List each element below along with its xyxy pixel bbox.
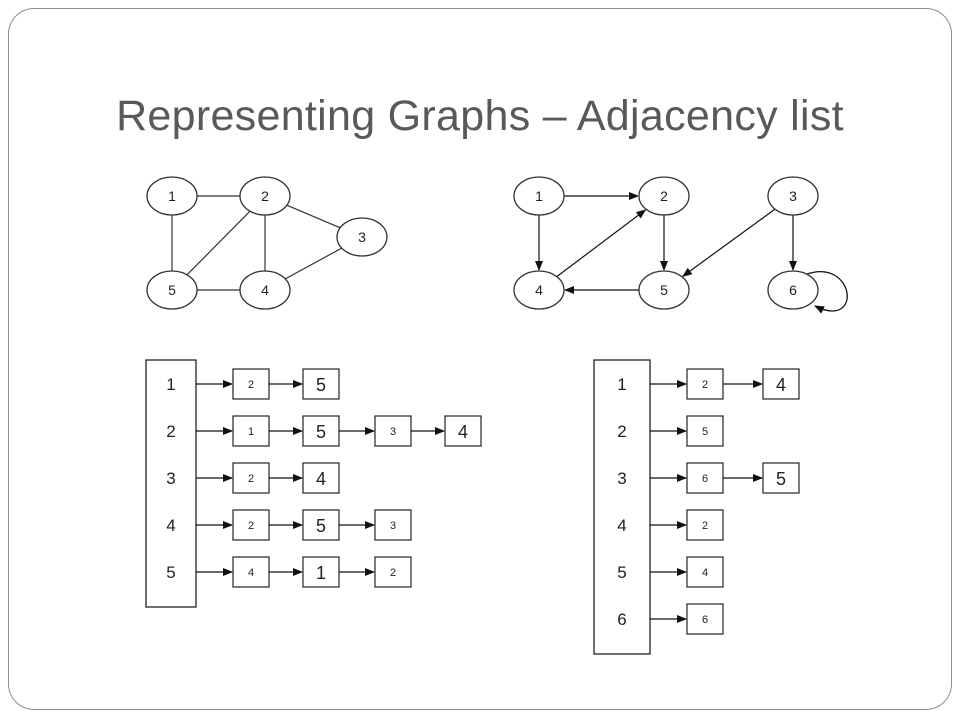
undirected_list-cell [444,415,482,447]
directed-node-5 [638,270,690,310]
undirected-adjacency-list: 1 2 5 2 1 5 3 4 3 2 4 4 2 5 3 5 4 1 2 [145,359,482,608]
undirected-node-3 [336,217,388,257]
directed_list-cell [686,368,724,400]
undirected_list-cell-label: 4 [458,422,468,442]
directed_list-head-label: 6 [617,610,626,629]
undirected_list-cell [374,556,412,588]
directed_list-cell [686,556,724,588]
directed_list-cell [686,462,724,494]
undirected-edge-4-3 [285,247,342,280]
directed_list-cell-label: 6 [702,614,708,626]
undirected_list-head-column [145,359,197,608]
directed-node-label: 1 [535,188,543,204]
undirected_list-cell [302,462,340,494]
directed-node-4 [513,270,565,310]
undirected_list-cell-label: 5 [316,422,326,442]
directed-node-label: 4 [535,282,543,298]
slide-title: Representing Graphs – Adjacency list [116,92,844,140]
directed-edge-3-5 [682,208,776,277]
undirected-node-label: 4 [261,282,269,298]
directed-graph: 1 2 3 4 5 6 [513,176,848,314]
directed_list-head-column [593,359,651,655]
undirected-node-5 [146,270,198,310]
directed_list-head-label: 4 [617,516,626,535]
undirected_list-cell [232,509,270,541]
undirected-node-4 [239,270,291,310]
directed-edge-6-6 [806,271,848,314]
directed_list-cell [686,509,724,541]
directed-node-label: 5 [660,282,668,298]
undirected_list-cell-label: 3 [390,520,396,532]
directed_list-head-label: 1 [617,375,626,394]
directed-node-2 [638,176,690,216]
undirected_list-cell-label: 3 [390,426,396,438]
directed_list-cell [686,415,724,447]
undirected_list-cell [302,415,340,447]
undirected_list-head-label: 3 [166,469,175,488]
directed-node-label: 6 [789,282,797,298]
directed_list-cell-label: 4 [776,375,786,395]
directed_list-cell-label: 6 [702,473,708,485]
directed_list-head-label: 5 [617,563,626,582]
directed-node-3 [767,176,819,216]
undirected_list-cell-label: 1 [316,563,326,583]
directed-node-label: 2 [660,188,668,204]
directed-node-6 [767,270,819,310]
undirected_list-cell [302,368,340,400]
undirected_list-cell-label: 2 [248,520,254,532]
directed_list-cell-label: 4 [702,567,708,579]
undirected_list-cell-label: 4 [248,567,254,579]
undirected-edge-2-3 [286,204,341,229]
directed_list-cell [686,603,724,635]
directed-node-label: 3 [789,188,797,204]
undirected_list-cell-label: 1 [248,426,254,438]
undirected_list-cell [374,415,412,447]
directed_list-head-label: 3 [617,469,626,488]
undirected-node-label: 1 [168,188,176,204]
directed-adjacency-list: 1 2 4 2 5 3 6 5 4 2 5 4 6 6 [593,359,800,655]
directed-edge-4-2 [556,209,647,278]
directed-node-1 [513,176,565,216]
undirected_list-cell [374,509,412,541]
directed_list-head-label: 2 [617,422,626,441]
undirected_list-head-label: 4 [166,516,175,535]
undirected-edge-2-5 [186,210,251,276]
directed_list-cell-label: 2 [702,520,708,532]
directed_list-cell [762,368,800,400]
undirected-node-1 [146,176,198,216]
undirected_list-head-label: 5 [166,563,175,582]
undirected_list-cell [232,556,270,588]
undirected_list-cell [232,368,270,400]
undirected_list-cell-label: 2 [248,473,254,485]
undirected-node-label: 2 [261,188,269,204]
directed_list-cell-label: 2 [702,379,708,391]
undirected_list-head-label: 1 [166,375,175,394]
directed_list-cell-label: 5 [702,426,708,438]
undirected_list-cell [302,509,340,541]
undirected_list-cell-label: 2 [390,567,396,579]
undirected_list-cell-label: 4 [316,469,326,489]
directed_list-cell-label: 5 [776,469,786,489]
undirected_list-cell [232,462,270,494]
undirected_list-cell-label: 5 [316,516,326,536]
undirected-graph: 1 2 3 4 5 [146,176,388,310]
undirected-node-label: 5 [168,282,176,298]
undirected_list-head-label: 2 [166,422,175,441]
undirected_list-cell [232,415,270,447]
directed_list-cell [762,462,800,494]
undirected_list-cell-label: 2 [248,379,254,391]
undirected_list-cell-label: 5 [316,375,326,395]
undirected-node-label: 3 [358,229,366,245]
undirected-node-2 [239,176,291,216]
